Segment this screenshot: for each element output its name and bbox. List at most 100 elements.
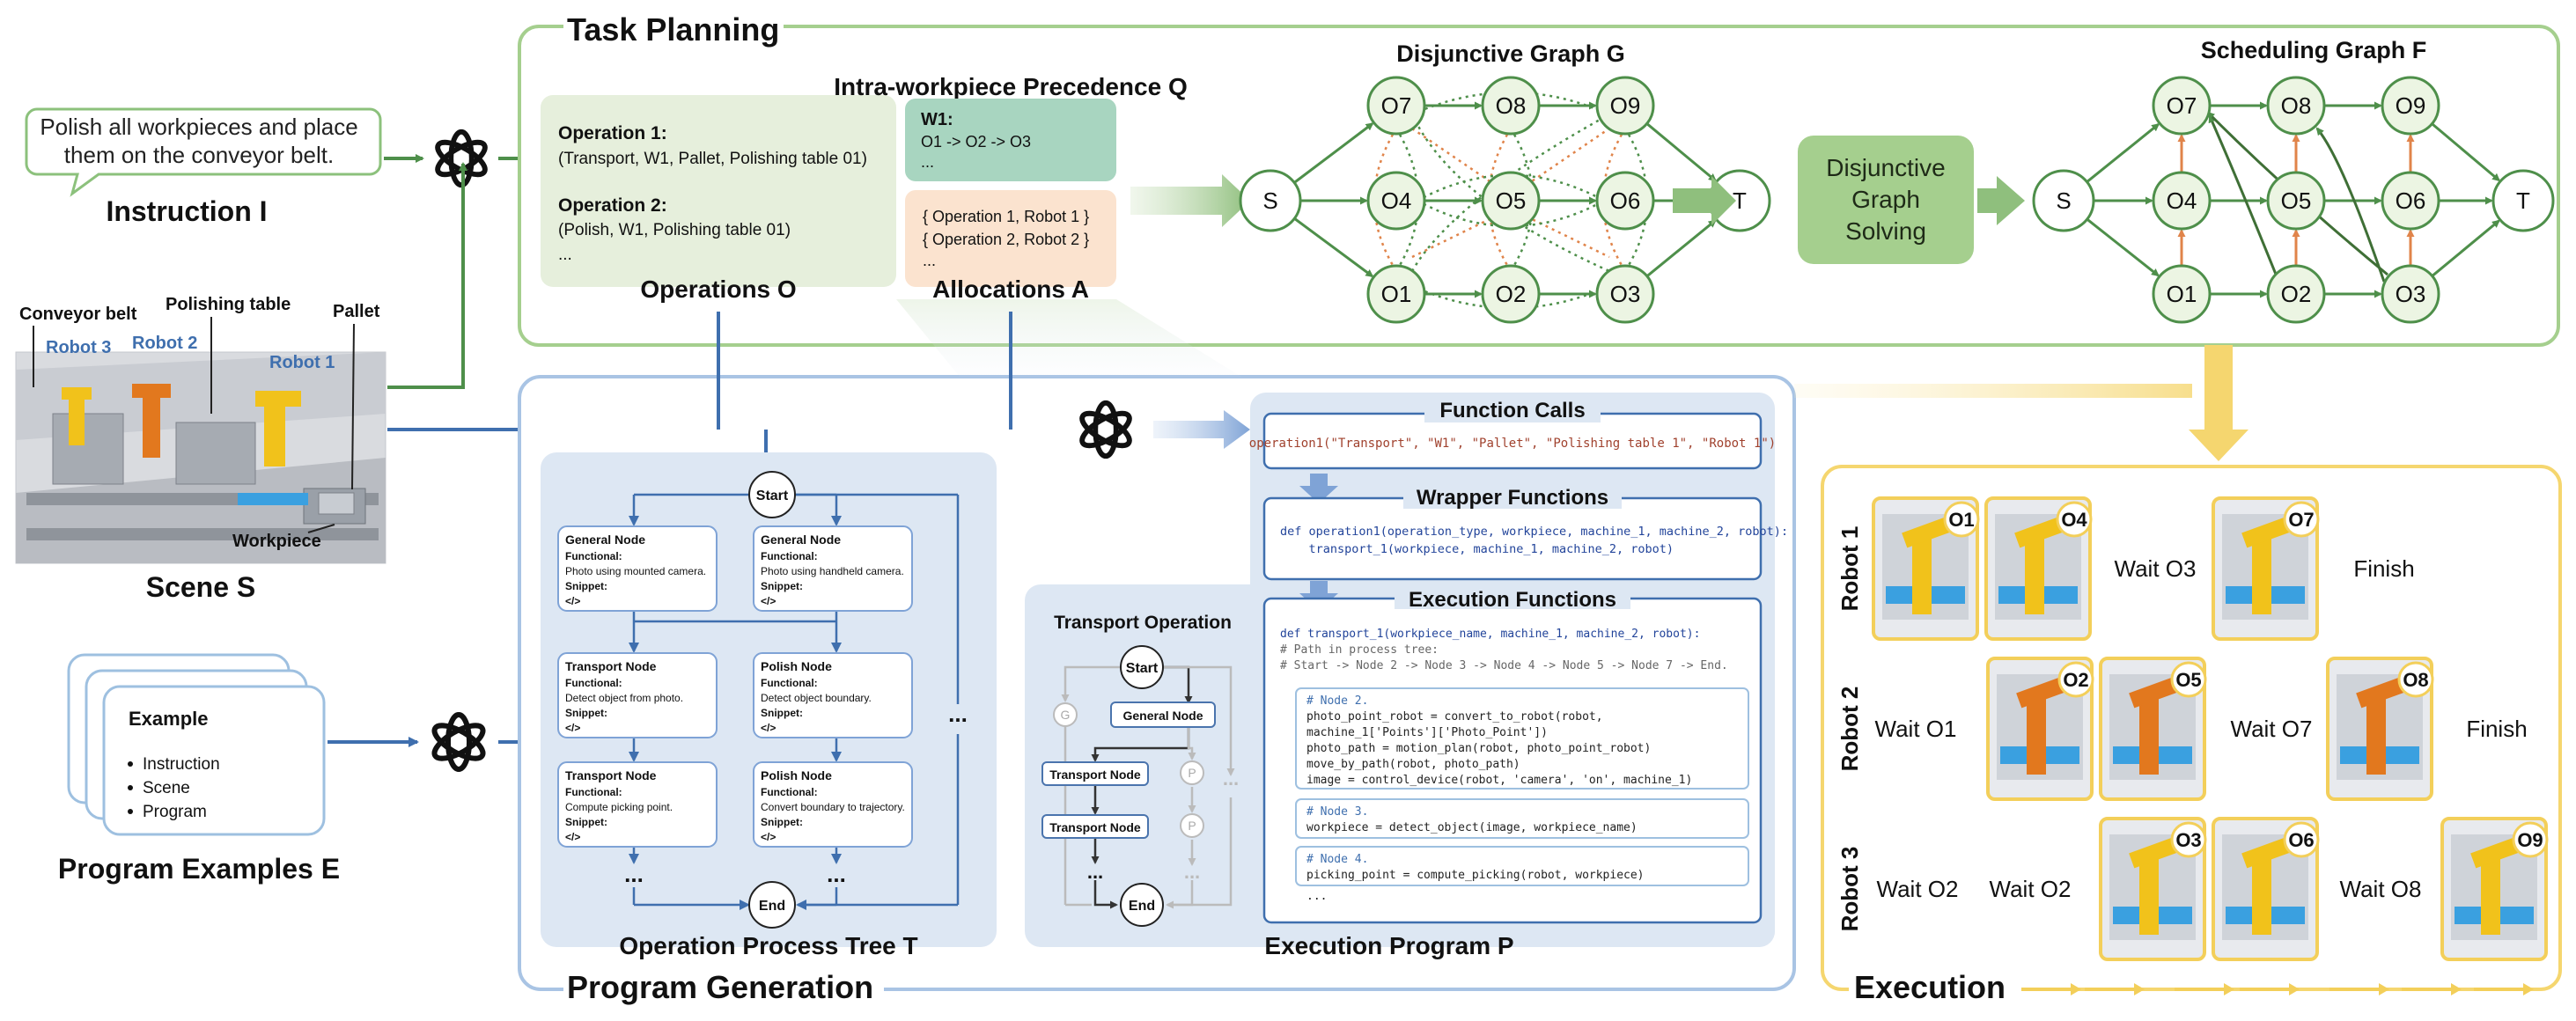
precedence-sequence: O1 -> O2 -> O3 (921, 133, 1031, 151)
function-call-line: operation1("Transport", "W1", "Pallet", … (1249, 437, 1776, 451)
arrow-wrapper-to-execution (1299, 581, 1338, 611)
operation-1-title: Operation 1: (558, 123, 667, 143)
exec-op-O8: O8 (2326, 657, 2434, 801)
tree-node-title: General Node (761, 533, 841, 547)
exec-block2-line-1: # Node 3. (1306, 805, 1368, 819)
transport-start: Start (1126, 661, 1159, 676)
exec-block2-line-2: workpiece = detect_object(image, workpie… (1306, 821, 1638, 834)
execution-functions-title: Execution Functions (1409, 588, 1616, 612)
dg-node-label-O7: O7 (1381, 92, 1412, 119)
sg-node-label-O6: O6 (2396, 187, 2426, 214)
transport-p-node-1: P (1188, 766, 1196, 780)
tree-node-2 (753, 525, 913, 612)
process-tree-caption: Operation Process Tree T (619, 932, 917, 959)
arrow-to-scheduling-graph (1977, 176, 2025, 225)
tree-node-functional-label: Functional: (761, 677, 818, 689)
label-polishing-table: Polishing table (166, 295, 291, 314)
sg-edge-S-O1 (2086, 217, 2160, 277)
sg-edge-O3-T (2431, 219, 2500, 277)
tree-node-desc: Photo using handheld camera. (761, 565, 904, 577)
tree-node-1 (557, 525, 718, 612)
wrapper-functions-title: Wrapper Functions (1417, 486, 1608, 510)
task-planning-title: Task Planning (567, 11, 779, 48)
sg-node-label-O7: O7 (2167, 92, 2197, 119)
dg-node-O7 (1366, 76, 1426, 136)
exec-op-O4: O4 (1984, 496, 2093, 641)
code-block-node-3 (1295, 798, 1749, 839)
tree-node-functional-label: Functional: (565, 677, 622, 689)
exec-op-O9: O9 (2440, 817, 2549, 961)
llm-logo-tree (430, 715, 488, 769)
exec-op-label-O9: O9 (2517, 829, 2543, 851)
dg-node-O1 (1366, 264, 1426, 324)
timeline-arrowhead-1 (2071, 983, 2081, 995)
dg-node-O8 (1481, 76, 1541, 136)
arrow-llm-to-function-calls (1153, 410, 1250, 449)
dg-node-label-O9: O9 (1610, 92, 1641, 119)
sg-edge-O9-T (2431, 122, 2501, 182)
solver-line-1: Disjunctive (1826, 154, 1945, 181)
operations-ellipsis: ... (558, 246, 572, 264)
tree-start: Start (756, 488, 789, 503)
example-item-program: Program (143, 803, 207, 821)
exec-block3-line-2: picking_point = compute_picking(robot, w… (1306, 869, 1645, 882)
exec-wait-3-5: Wait O8 (2340, 876, 2422, 902)
timeline-arrowhead-6 (2451, 983, 2462, 995)
operation-1-body: (Transport, W1, Pallet, Polishing table … (558, 150, 867, 168)
sg-node-label-O2: O2 (2281, 281, 2312, 307)
dg-node-label-S: S (1262, 187, 1277, 214)
label-workpiece: Workpiece (232, 532, 321, 551)
transport-ellipsis-branch: ... (1223, 768, 1239, 790)
scene-caption: Scene S (146, 571, 256, 603)
exec-block1-line-5: move_by_path(robot, photo_path) (1306, 758, 1520, 771)
wrapper-line-2: transport_1(workpiece, machine_1, machin… (1280, 542, 1674, 556)
operation-2-body: (Polish, W1, Polishing table 01) (558, 221, 791, 239)
exec-wait-2-6: Finish (2466, 716, 2527, 742)
dg-node-label-O5: O5 (1496, 187, 1527, 214)
arrow-scene-to-llm (387, 162, 467, 389)
scene-label-leaders (33, 317, 355, 533)
transport-node-2: Transport Node (1049, 820, 1141, 834)
tree-node-functional-label: Functional: (761, 786, 818, 798)
tree-node-3 (557, 652, 718, 738)
instruction-line-2: them on the conveyor belt. (64, 142, 334, 168)
code-block-node-4 (1295, 846, 1749, 886)
sg-node-T (2491, 169, 2555, 232)
tree-ellipsis-branch: ... (948, 701, 968, 727)
solver-line-2: Graph (1851, 186, 1920, 213)
program-generation-title: Program Generation (567, 969, 873, 1005)
exec-op-O1: O1 (1872, 496, 1980, 641)
operations-box (541, 95, 896, 287)
tree-node-snippet-label: Snippet: (565, 816, 607, 828)
label-robot-2: Robot 2 (132, 334, 197, 353)
exec-block1-line-1: # Node 2. (1306, 694, 1368, 708)
tree-node-snippet-tag: </> (565, 722, 580, 734)
tree-node-title: General Node (565, 533, 645, 547)
sg-curve-O2-O7 (2208, 114, 2278, 277)
dg-node-O4 (1366, 171, 1426, 231)
execution-title: Execution (1854, 969, 2006, 1005)
sg-node-S (2032, 169, 2095, 232)
exec-block1-line-3: machine_1['Points']['Photo_Point']) (1306, 726, 1548, 739)
dg-node-O6 (1595, 171, 1655, 231)
dg-node-label-O2: O2 (1496, 281, 1527, 307)
arrow-calls-to-wrapper (1299, 474, 1338, 503)
execution-timeline (2021, 983, 2534, 995)
sg-edge-S-O7 (2086, 123, 2160, 183)
tree-node-snippet-label: Snippet: (761, 707, 803, 719)
tree-node-snippet-label: Snippet: (565, 580, 607, 592)
exec-op-O2: O2 (1986, 657, 2094, 801)
exec-wait-3-2: Wait O2 (1990, 876, 2072, 902)
label-robot-1: Robot 1 (269, 353, 335, 372)
exec-header-3: # Start -> Node 2 -> Node 3 -> Node 4 ->… (1280, 659, 1728, 672)
transport-operation-title: Transport Operation (1054, 613, 1232, 633)
allocations-caption: Allocations A (932, 275, 1089, 303)
tree-node-title: Polish Node (761, 659, 832, 673)
sg-node-O8 (2266, 76, 2326, 136)
example-title: Example (129, 708, 209, 730)
tree-node-desc: Detect object from photo. (565, 692, 683, 704)
exec-block1-line-4: photo_path = motion_plan(robot, photo_po… (1306, 742, 1651, 755)
scheduling-graph-title: Scheduling Graph F (2201, 37, 2427, 63)
